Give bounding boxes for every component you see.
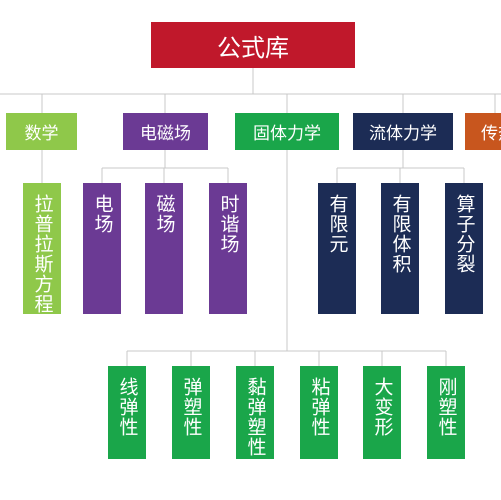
leaf-large-deformation: 大变形: [363, 366, 401, 459]
leaf-time-harmonic-field-label: 时谐场: [217, 194, 240, 254]
category-heat-transfer-label: 传热: [481, 124, 501, 144]
leaf-operator-splitting: 算子分裂: [445, 183, 483, 314]
leaf-linear-elasticity-label: 线弹性: [116, 377, 139, 437]
leaf-viscoelasticity: 粘弹性: [300, 366, 338, 459]
category-math-label: 数学: [24, 124, 59, 144]
category-fluid-mechanics-label: 流体力学: [369, 124, 437, 144]
leaf-laplace-equation-label: 拉普拉斯方程: [31, 194, 54, 314]
category-fluid-mechanics: 流体力学: [353, 113, 453, 150]
leaf-finite-element-label: 有限元: [326, 194, 349, 254]
category-electromagnetics-label: 电磁场: [140, 124, 191, 144]
leaf-electric-field-label: 电场: [91, 194, 114, 234]
leaf-finite-volume: 有限体积: [381, 183, 419, 314]
leaf-rigid-plasticity-label: 刚塑性: [435, 377, 458, 437]
leaf-large-deformation-label: 大变形: [371, 377, 394, 437]
leaf-finite-element: 有限元: [318, 183, 356, 314]
category-electromagnetics: 电磁场: [123, 113, 208, 150]
leaf-viscoelastoplasticity: 黏弹塑性: [236, 366, 274, 459]
leaf-time-harmonic-field: 时谐场: [209, 183, 247, 314]
category-solid-mechanics: 固体力学: [235, 113, 339, 150]
leaf-rigid-plasticity: 刚塑性: [427, 366, 465, 459]
leaf-linear-elasticity: 线弹性: [108, 366, 146, 459]
leaf-laplace-equation: 拉普拉斯方程: [23, 183, 61, 314]
leaf-elastoplasticity-label: 弹塑性: [180, 377, 203, 437]
root-label: 公式库: [217, 33, 289, 62]
leaf-magnetic-field-label: 磁场: [153, 194, 176, 234]
leaf-operator-splitting-label: 算子分裂: [453, 194, 476, 274]
category-math: 数学: [6, 113, 77, 150]
leaf-finite-volume-label: 有限体积: [389, 194, 412, 274]
leaf-viscoelastoplasticity-label: 黏弹塑性: [244, 377, 267, 457]
root-node: 公式库: [151, 22, 355, 68]
leaf-electric-field: 电场: [83, 183, 121, 314]
leaf-elastoplasticity: 弹塑性: [172, 366, 210, 459]
leaf-viscoelasticity-label: 粘弹性: [308, 377, 331, 437]
category-heat-transfer: 传热: [465, 113, 501, 150]
category-solid-mechanics-label: 固体力学: [253, 124, 321, 144]
leaf-magnetic-field: 磁场: [145, 183, 183, 314]
